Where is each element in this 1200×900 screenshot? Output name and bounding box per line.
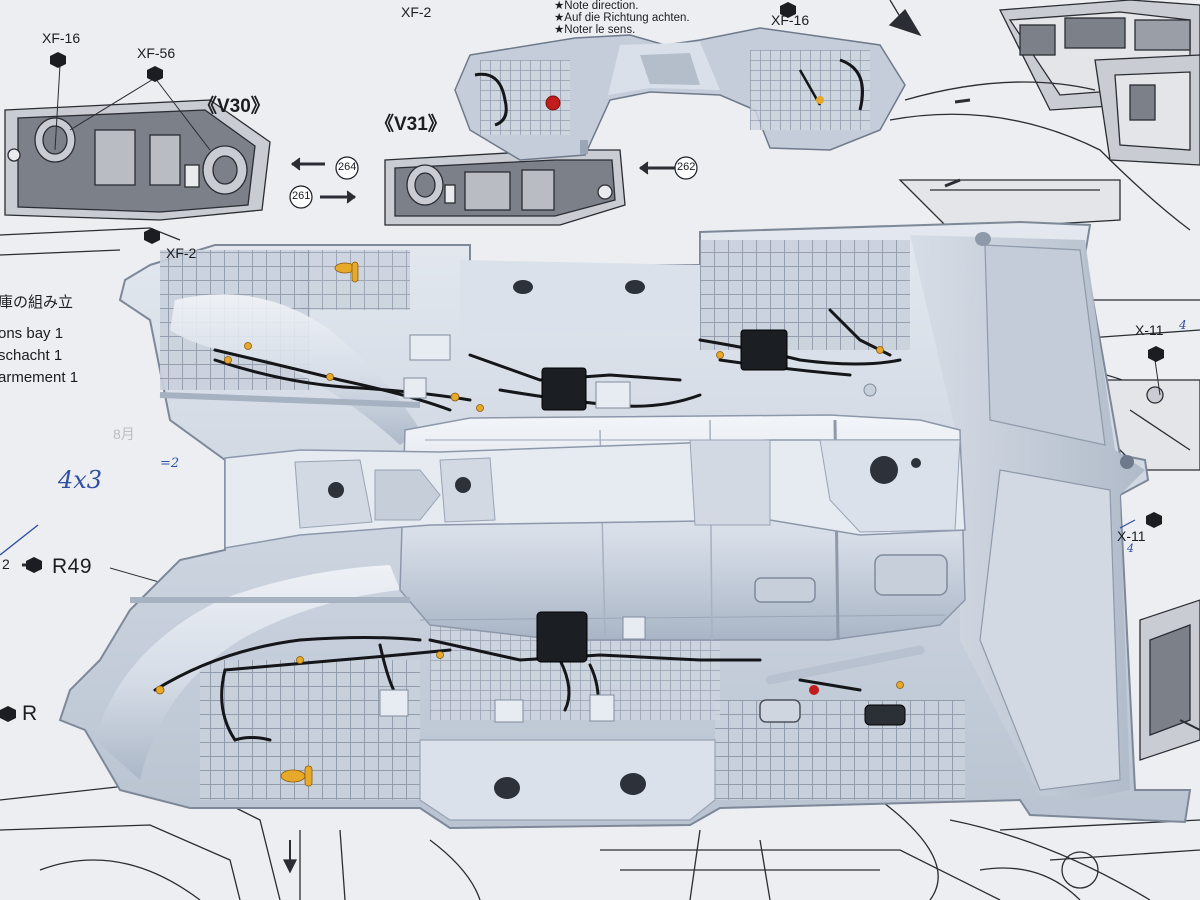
paint-code-x11-upper: X-11	[1135, 322, 1164, 338]
faded-sheet-text: 8月	[113, 426, 135, 442]
left-edge-number: 2	[2, 556, 10, 572]
paint-code-x11-lower: X-11	[1117, 528, 1146, 544]
part-label-r49: R49	[52, 555, 93, 578]
top-cover-part	[454, 27, 906, 161]
step-marker-264: 264	[338, 161, 357, 173]
section-title-en: ons bay 1	[0, 325, 64, 342]
paint-code-xf16-right: XF-16	[771, 12, 810, 28]
handwritten-right-note-upper: 4	[1179, 318, 1187, 332]
note-en: ★Note direction.	[554, 0, 639, 12]
yellow-fittings	[155, 261, 904, 787]
lower-junction-box	[536, 611, 588, 663]
handwritten-count-note: 4x3	[58, 466, 103, 494]
paint-code-xf2-bottom: XF-2	[166, 245, 197, 261]
handwritten-right-note-lower: 4	[1127, 542, 1134, 555]
view-label-v31: 《V31》	[375, 114, 447, 135]
paint-code-xf16-left: XF-16	[42, 30, 81, 46]
step-circles	[289, 156, 698, 209]
section-title-ja: 庫の組み立	[0, 294, 74, 311]
paint-code-xf2-top: XF-2	[401, 4, 432, 20]
paint-code-xf56: XF-56	[137, 45, 176, 61]
paint-marker-hexes	[0, 2, 1164, 722]
section-title-de: schacht 1	[0, 347, 63, 364]
handwritten-eq-note: =2	[160, 456, 180, 471]
part-label-r: R	[22, 702, 38, 725]
step-marker-261: 261	[292, 190, 311, 202]
step-marker-262: 262	[677, 161, 696, 173]
note-de: ★Auf die Richtung achten.	[554, 12, 690, 24]
upper-junction-box	[541, 367, 587, 411]
upper-right-junction-box	[740, 329, 788, 371]
section-title-fr: armement 1	[0, 369, 79, 386]
pen-stroke	[0, 524, 39, 556]
view-label-v30: 《V30》	[198, 96, 270, 117]
note-fr: ★Noter le sens.	[554, 24, 636, 36]
weapons-bay-model	[58, 220, 1192, 830]
pen-stroke-right	[1119, 519, 1136, 529]
